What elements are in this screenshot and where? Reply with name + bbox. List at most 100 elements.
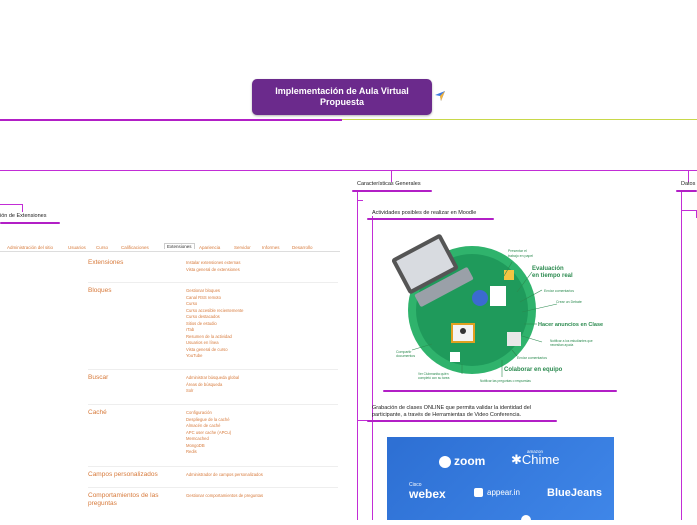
extension-link[interactable]: Almacén de caché bbox=[186, 423, 221, 428]
svg-text:Crear un Debate: Crear un Debate bbox=[556, 300, 582, 304]
tab-8[interactable]: Desarrollo bbox=[292, 245, 313, 250]
activities-underline bbox=[367, 218, 494, 220]
left-topic[interactable]: ión de Extensiones bbox=[0, 213, 47, 219]
extension-link[interactable]: Curso accesible recientemente bbox=[186, 307, 244, 313]
extension-link[interactable]: Despliegue de la caché bbox=[186, 416, 230, 422]
extension-link[interactable]: Vista general de extensiones bbox=[186, 266, 240, 272]
moodle-activities-diagram: Presentar el trabajo en papel Evaluación… bbox=[392, 234, 603, 383]
recording-topic[interactable]: Grabación de clases ONLINE que permita v… bbox=[372, 405, 531, 418]
extension-link[interactable]: Gestionar comportamientos de preguntas bbox=[186, 493, 264, 498]
extension-row-items: Gestionar comportamientos de preguntas bbox=[186, 493, 263, 500]
root-right-line bbox=[342, 119, 697, 120]
extension-link[interactable]: Solr bbox=[186, 388, 194, 393]
svg-text:trabajo en papel: trabajo en papel bbox=[508, 254, 533, 258]
left-branch-connector-h bbox=[0, 204, 22, 205]
extension-link[interactable]: Gestionar bloques bbox=[186, 288, 220, 293]
extension-row-title[interactable]: Comportamientos de las preguntas bbox=[88, 492, 159, 507]
zoom-logo: zoom bbox=[439, 454, 485, 468]
extension-link[interactable]: Usuarios en línea bbox=[186, 340, 219, 345]
right-topic[interactable]: Datos bbox=[681, 181, 696, 187]
row-separator bbox=[88, 487, 338, 488]
center-trunk bbox=[357, 192, 358, 520]
activities-topic[interactable]: Actividades posibles de realizar en Mood… bbox=[372, 210, 477, 216]
moodle-image-underline bbox=[383, 390, 617, 392]
svg-text:Evaluación: Evaluación bbox=[532, 266, 564, 272]
extension-link[interactable]: Curso destacados bbox=[186, 314, 220, 319]
center-topic-underline bbox=[352, 190, 432, 192]
branch-bus-line bbox=[0, 170, 697, 171]
right-trunk bbox=[681, 192, 682, 520]
svg-text:necesitan ayuda: necesitan ayuda bbox=[550, 343, 573, 347]
svg-text:Notificar las preguntas o resp: Notificar las preguntas o respuestas bbox=[480, 379, 531, 383]
row-separator bbox=[88, 466, 338, 467]
extension-row-title[interactable]: Campos personalizados bbox=[88, 471, 158, 478]
svg-text:Hacer anuncios en Clase: Hacer anuncios en Clase bbox=[538, 322, 603, 328]
webex-label: webex bbox=[409, 487, 446, 501]
extension-link[interactable]: Áreas de búsqueda bbox=[186, 381, 223, 387]
svg-text:en tiempo real: en tiempo real bbox=[532, 273, 573, 279]
right-topic-underline bbox=[676, 190, 697, 192]
extension-row-title[interactable]: Caché bbox=[88, 409, 107, 416]
svg-text:Compartir: Compartir bbox=[396, 350, 412, 354]
tab-2[interactable]: Curso bbox=[96, 245, 109, 250]
extension-link[interactable]: Configuración bbox=[186, 410, 212, 415]
extension-link[interactable]: rTab bbox=[186, 327, 195, 332]
svg-text:documentos: documentos bbox=[396, 354, 415, 358]
zoom-label: zoom bbox=[454, 454, 486, 468]
tab-1[interactable]: Usuarios bbox=[68, 245, 86, 250]
chime-label: Chime bbox=[521, 452, 560, 467]
extension-row-title[interactable]: Buscar bbox=[88, 374, 109, 381]
recording-line1: Grabación de clases ONLINE que permita v… bbox=[372, 405, 531, 411]
amazon-label: amazon bbox=[527, 449, 544, 454]
root-node[interactable]: Implementación de Aula Virtual Propuesta bbox=[252, 79, 432, 115]
svg-text:Colaborar en equipo: Colaborar en equipo bbox=[504, 367, 563, 373]
extension-row-title[interactable]: Bloques bbox=[88, 287, 112, 294]
cisco-label: Cisco bbox=[409, 482, 422, 488]
svg-text:Ver Clubmanita quién: Ver Clubmanita quién bbox=[418, 372, 449, 376]
recording-connector bbox=[357, 420, 372, 421]
center-topic[interactable]: Características Generales bbox=[357, 181, 421, 187]
bluejeans-label: BlueJeans bbox=[547, 487, 603, 499]
root-title-line2: Propuesta bbox=[319, 97, 364, 107]
bottom-logo-icon bbox=[521, 515, 531, 525]
extension-link[interactable]: Administrador de campos personalizados bbox=[186, 472, 263, 477]
send-arrow-icon bbox=[435, 91, 445, 101]
extension-link[interactable]: Redis bbox=[186, 449, 197, 454]
row-separator bbox=[88, 404, 338, 405]
extension-link[interactable]: Instalar extensiones externas bbox=[186, 260, 241, 265]
extension-row-title[interactable]: Extensiones bbox=[88, 259, 124, 266]
extension-row-items: Administrador de campos personalizados bbox=[186, 472, 263, 479]
left-topic-underline bbox=[0, 222, 60, 224]
svg-text:Enviar comentarios: Enviar comentarios bbox=[544, 289, 574, 293]
extension-link[interactable]: Vista general de curso bbox=[186, 346, 228, 352]
extension-link[interactable]: Administrar búsqueda global bbox=[186, 375, 240, 380]
tab-6[interactable]: Servidor bbox=[234, 245, 251, 250]
extension-link[interactable]: APC user cache (APCu) bbox=[186, 429, 232, 435]
row-separator bbox=[88, 369, 338, 370]
svg-text:Enviar comentarios: Enviar comentarios bbox=[517, 356, 547, 360]
tab-5[interactable]: Apariencia bbox=[199, 245, 221, 250]
extension-link[interactable]: Sitios de estudio bbox=[186, 320, 217, 326]
center-subtrunk bbox=[372, 216, 373, 520]
chime-logo: ✱Chime bbox=[511, 452, 560, 467]
tab-4[interactable]: Extensiones bbox=[164, 243, 195, 249]
tab-7[interactable]: Informes bbox=[262, 245, 280, 250]
branch-drop-center bbox=[391, 170, 392, 182]
extension-link[interactable]: Resumen de la actividad bbox=[186, 333, 232, 339]
svg-text:Presentar el: Presentar el bbox=[508, 249, 527, 253]
recording-line2: participante, a través de Herramientas d… bbox=[372, 411, 522, 418]
extension-link[interactable]: MongoDB bbox=[186, 442, 205, 448]
right-sub-connector bbox=[681, 210, 697, 211]
tab-3[interactable]: Calificaciones bbox=[121, 245, 149, 250]
left-branch-connector bbox=[22, 204, 23, 212]
row-separator bbox=[88, 282, 338, 283]
extension-link[interactable]: Curso bbox=[186, 301, 198, 306]
tab-0[interactable]: Administración del sitio bbox=[7, 245, 54, 250]
extension-link[interactable]: YouTube bbox=[186, 353, 203, 358]
extension-link[interactable]: Memcached bbox=[186, 436, 209, 441]
extension-link[interactable]: Canal RSS remoto bbox=[186, 294, 221, 300]
